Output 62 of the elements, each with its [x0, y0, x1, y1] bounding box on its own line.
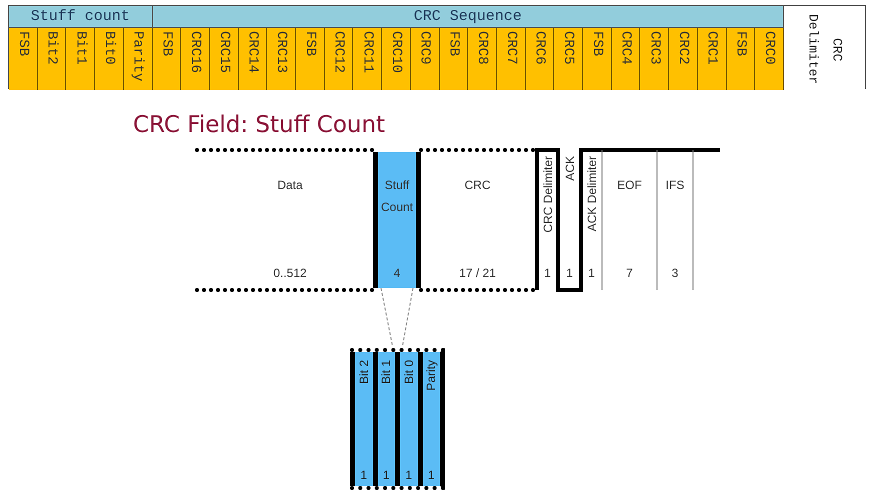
- bit-column: [418, 352, 440, 486]
- field-name: ACK: [564, 156, 576, 181]
- bit-cell: CRC9: [410, 28, 440, 90]
- bit-length: 1: [428, 468, 435, 482]
- bit-cell: Bit1: [66, 28, 96, 90]
- field-name: Stuff Count: [380, 177, 414, 216]
- field-length: 3: [672, 266, 678, 280]
- bit-cell: FSB: [296, 28, 325, 90]
- field-name: IFS: [666, 177, 684, 194]
- bit-cell: CRC5: [554, 28, 584, 90]
- bit-cell: CRC8: [468, 28, 497, 90]
- bit-cell: CRC16: [181, 28, 210, 90]
- bit-cell: CRC14: [238, 28, 268, 90]
- bit-cell: FSB: [583, 28, 612, 90]
- bit-column: [350, 352, 372, 486]
- bit-column: [395, 352, 418, 486]
- bit-length: 1: [405, 468, 412, 482]
- field-name: Data: [277, 177, 303, 194]
- bit-name: Bit 2: [358, 360, 370, 384]
- bit-cell: CRC12: [324, 28, 354, 90]
- table-header: CRC Sequence: [152, 6, 784, 28]
- bit-cell: Bit2: [38, 28, 66, 90]
- field-length: 7: [626, 266, 633, 280]
- bit-cell: CRC1: [698, 28, 727, 90]
- bit-column: [372, 352, 395, 486]
- field-length: 1: [588, 266, 595, 280]
- bit-name: Bit 0: [402, 360, 415, 384]
- bit-name: Parity: [425, 360, 438, 391]
- field-length: 0..512: [273, 266, 307, 280]
- expansion-line: [402, 288, 414, 346]
- field-length: 1: [566, 266, 573, 280]
- diagram-title: CRC Field: Stuff Count: [133, 112, 386, 138]
- bit-cell: CRC2: [669, 28, 698, 90]
- field-length: 17 / 21: [459, 266, 496, 280]
- bit-cell: FSB: [440, 28, 468, 90]
- field-length: 4: [394, 266, 400, 280]
- bit-cell: FSB: [152, 28, 182, 90]
- bit-cell: FSB: [9, 28, 38, 90]
- bit-cell: Parity: [124, 28, 153, 90]
- bit-cell: CRC11: [353, 28, 382, 90]
- bit-cell: CRC7: [496, 28, 526, 90]
- bit-name: Bit 1: [380, 360, 392, 384]
- field-length: 1: [544, 266, 551, 280]
- bit-group: [350, 348, 445, 490]
- bit-length: 1: [382, 468, 390, 482]
- bit-cell: CRC0: [755, 28, 784, 90]
- field-name: EOF: [617, 177, 642, 194]
- bit-cell: CRC6: [526, 28, 554, 90]
- bit-cell: FSB: [726, 28, 756, 90]
- bit-cell: CRC10: [382, 28, 411, 90]
- field-name: CRC: [464, 177, 490, 194]
- bit-cell: Bit0: [95, 28, 124, 90]
- highlighted-field: [373, 152, 421, 288]
- field-name: ACK Delimiter: [586, 156, 598, 232]
- bit-cell: CRC3: [640, 28, 670, 90]
- bit-cell: CRC4: [612, 28, 640, 90]
- expansion-line: [380, 288, 393, 346]
- bit-cell: CRC15: [210, 28, 239, 90]
- field-name: CRC Delimiter: [542, 156, 554, 233]
- bit-cell: CRC13: [267, 28, 296, 90]
- bit-length: 1: [360, 468, 368, 482]
- table-header: Stuff count: [9, 6, 153, 28]
